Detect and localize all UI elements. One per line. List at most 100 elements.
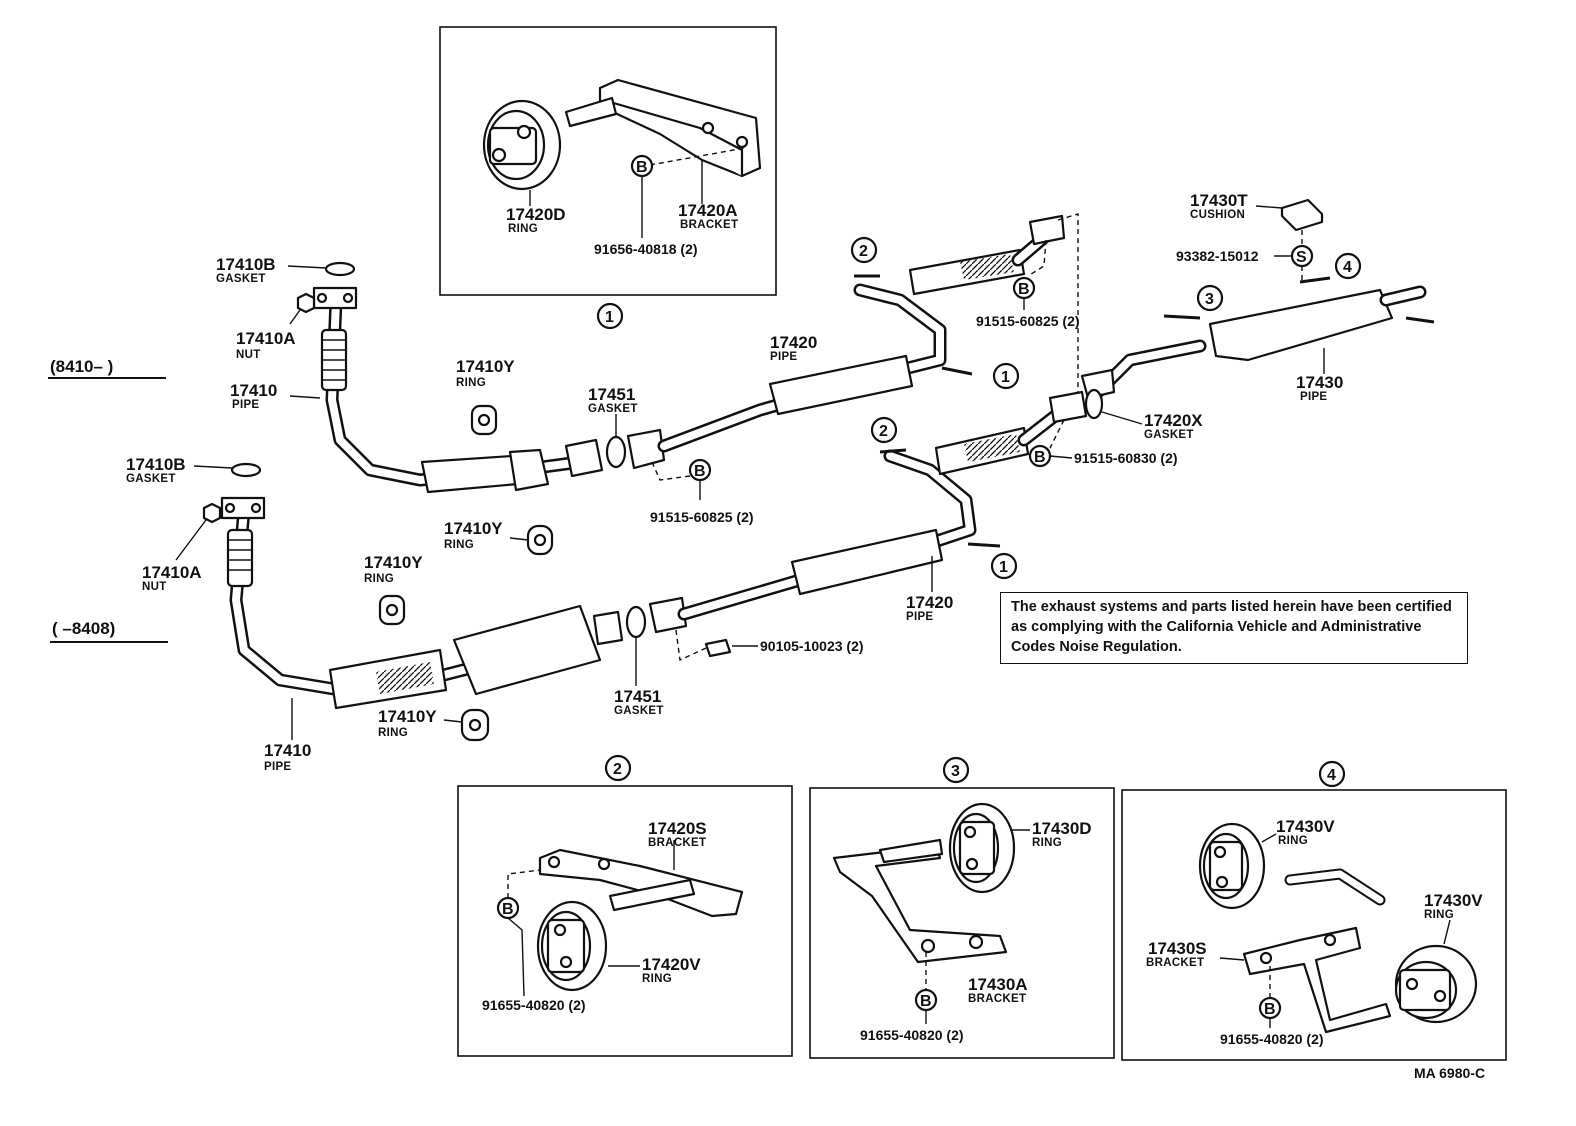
label-17430s-desc: BRACKET [1146,957,1204,969]
label-17410y-upper-desc: RING [456,377,486,389]
inset-2-frame [457,785,793,1057]
label-17410b-upper-desc: GASKET [216,273,266,285]
label-17430t-desc: CUSHION [1190,209,1245,221]
label-17451-lower-num: 17451 [614,687,661,706]
label-17420x-num: 17420X [1144,411,1203,430]
label-17410b-lower-num: 17410B [126,455,186,474]
label-91515-60830: 91515-60830 (2) [1074,450,1178,466]
label-17420s-num: 17420S [648,819,707,838]
label-17430a-desc: BRACKET [968,993,1026,1005]
inset-3-b-marker: B [920,993,932,1010]
label-17410y-upper-num: 17410Y [456,357,515,376]
inset-2-bracket-17420s [538,848,744,918]
inset-1-b-marker: B [636,159,648,176]
front-pipe-17410-lower [220,496,624,710]
drawing-code: MA 6980-C [1414,1065,1485,1081]
label-91515-60825-mid: 91515-60825 (2) [650,509,754,525]
label-17410-lower-num: 17410 [264,741,311,760]
nut-17410a-upper [296,292,316,314]
inset-1-ring-17420d [482,99,562,191]
gasket-17410b-lower [230,462,262,478]
lower-marker-2: 2 [879,423,888,440]
lower-marker-1: 1 [999,559,1008,576]
inset-4-b-marker: B [1264,1001,1276,1018]
label-17430d-num: 17430D [1032,819,1092,838]
inset-1-bracket-17420a [564,78,762,178]
top-b-marker: B [1018,281,1030,298]
upper-b-marker: B [694,463,706,480]
inset-4-frame [1121,789,1507,1061]
label-17430v-lower-desc: RING [1424,909,1454,921]
label-17430-desc: PIPE [1300,391,1327,403]
inset-2-ring-17420v [536,900,608,992]
inset-1-caption: 1 [605,309,614,326]
label-91655-40820-inset4: 91655-40820 (2) [1220,1031,1324,1047]
label-17410y-lower-b-num: 17410Y [378,707,437,726]
center-pipe-17420-upper [657,214,1066,453]
nut-17410a-lower [202,502,222,524]
label-91655-40820-inset2: 91655-40820 (2) [482,997,586,1013]
label-91655-40820-inset3: 91655-40820 (2) [860,1027,964,1043]
ring-17410y-lower-b [460,708,490,742]
label-17410-upper-num: 17410 [230,381,277,400]
label-17420x-desc: GASKET [1144,429,1194,441]
label-17430a-num: 17430A [968,975,1028,994]
label-17420v-num: 17420V [642,955,701,974]
gasket-17420x [1084,388,1104,420]
label-17420a-num: 17420A [678,201,738,220]
label-17430v-upper-desc: RING [1278,835,1308,847]
inset-4-caption: 4 [1327,767,1336,784]
tail-marker-4: 4 [1343,259,1352,276]
s-marker: S [1296,249,1307,266]
label-17410a-upper-num: 17410A [236,329,296,348]
label-17430t-num: 17430T [1190,191,1248,210]
label-17410y-mid-num: 17410Y [444,519,503,538]
label-17420-upper-num: 17420 [770,333,817,352]
label-17410-lower-desc: PIPE [264,761,291,773]
label-17410y-mid-desc: RING [444,539,474,551]
inset-4-ring-17430v-lower [1394,944,1478,1024]
label-17420a-desc: BRACKET [680,219,738,231]
label-17410a-lower-num: 17410A [142,563,202,582]
inset-3-ring-17430d [948,802,1016,894]
ring-17410y-mid [526,524,554,556]
label-17420d-desc: RING [508,223,538,235]
gasket-17410b-upper [324,261,356,277]
upper-marker-1: 1 [1001,369,1010,386]
label-17451-upper-num: 17451 [588,385,635,404]
ring-17410y-upper [470,404,498,436]
label-90105-10023: 90105-10023 (2) [760,638,864,654]
tail-marker-3: 3 [1205,291,1214,308]
inset-1-frame [439,26,777,296]
ring-17410y-lower-a [378,594,406,626]
label-17410b-upper-num: 17410B [216,255,276,274]
label-17410y-lower-a-desc: RING [364,573,394,585]
label-17410-upper-desc: PIPE [232,399,259,411]
label-17410y-lower-a-num: 17410Y [364,553,423,572]
label-17420d-num: 17420D [506,205,566,224]
label-17430v-upper-num: 17430V [1276,817,1335,836]
label-17430v-lower-num: 17430V [1424,891,1483,910]
center-pipe-17420-lower [677,390,1088,621]
label-17430-num: 17430 [1296,373,1343,392]
inset-3-frame [809,787,1115,1059]
inset-3-caption: 3 [951,763,960,780]
label-17420s-desc: BRACKET [648,837,706,849]
label-17430d-desc: RING [1032,837,1062,849]
label-17420-upper-desc: PIPE [770,351,797,363]
label-17420v-desc: RING [642,973,672,985]
inset-4-ring-17430v-upper [1198,822,1266,910]
label-93382-15012: 93382-15012 [1176,248,1259,264]
gasket-17451-upper [605,435,627,469]
label-17451-lower-desc: GASKET [614,705,664,717]
label-91656-40818: 91656-40818 (2) [594,241,698,257]
label-17420-lower-desc: PIPE [906,611,933,623]
lower-b-marker: B [1034,449,1046,466]
front-pipe-17410-upper [312,286,587,494]
range-upper: (8410– ) [50,357,113,376]
inset-2-caption: 2 [613,761,622,778]
gasket-17451-lower [625,605,647,639]
inset-3-bracket-17430a [832,838,1008,964]
tail-pipe-17430 [1091,276,1435,399]
